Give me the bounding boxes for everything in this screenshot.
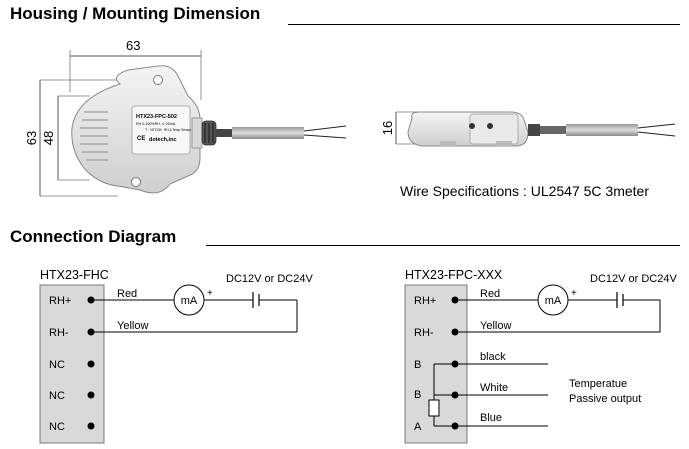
temp-output-line2: Passive output	[569, 393, 641, 405]
right-terminal-5: A	[414, 421, 422, 433]
thermistor-resistor	[428, 399, 440, 417]
device-model-text: HTX23-FPC-502	[136, 114, 177, 120]
left-terminal-5: NC	[49, 421, 65, 433]
left-title: HTX23-FHC	[40, 268, 109, 282]
dim-height-outer-label: 63	[24, 131, 39, 145]
mount-hole-top	[153, 75, 163, 85]
side-port-1	[469, 123, 475, 129]
left-terminal-4: NC	[49, 390, 65, 402]
left-supply: DC12V or DC24V	[226, 273, 313, 285]
device-label-plate	[131, 105, 191, 155]
right-wire-yellow: Yellow	[480, 320, 511, 332]
svg-text:RH & Temp Sensor: RH & Temp Sensor	[164, 128, 192, 132]
left-terminal-2: RH-	[49, 327, 69, 339]
svg-text:CE: CE	[137, 136, 145, 142]
connection-right: HTX23-FPC-XXX RH+ RH- B B A mA + Red Yel…	[404, 268, 677, 444]
side-gland	[528, 124, 540, 136]
svg-text:mA: mA	[181, 295, 198, 307]
right-wire-black: black	[480, 351, 506, 363]
left-terminal-3: NC	[49, 359, 65, 371]
svg-text:+: +	[207, 288, 213, 299]
device-maker-text: dotech,inc	[149, 137, 177, 143]
svg-text:mA: mA	[545, 295, 562, 307]
right-terminal-4: B	[414, 389, 421, 401]
left-wire-red: Red	[117, 288, 137, 300]
left-terminal-1: RH+	[49, 295, 71, 307]
svg-text:+: +	[571, 288, 577, 299]
right-title: HTX23-FPC-XXX	[405, 268, 503, 282]
svg-text:RH 0-100%RH, 4~20mA: RH 0-100%RH, 4~20mA	[136, 122, 176, 126]
right-wire-blue: Blue	[480, 412, 502, 424]
right-wire-red: Red	[480, 288, 500, 300]
connection-heading: Connection Diagram	[10, 227, 177, 246]
wire-spec-text: Wire Specifications : UL2547 5C 3meter	[400, 183, 649, 199]
temp-output-line1: Temperatue	[569, 378, 627, 390]
right-terminal-1: RH+	[414, 295, 436, 307]
housing-side-view: 16	[380, 111, 676, 147]
right-terminal-2: RH-	[414, 327, 434, 339]
dim-height-inner-label: 48	[41, 131, 56, 145]
cable	[232, 127, 304, 139]
connection-heading-rule	[206, 245, 680, 246]
housing-top-view: 63 63 48 HTX23-FPC-502 RH 0-100%RH, 4~20…	[24, 38, 347, 197]
dim-side-height-label: 16	[380, 121, 395, 135]
svg-text:T : NTC5K: T : NTC5K	[145, 128, 163, 132]
left-wire-yellow: Yellow	[117, 320, 148, 332]
housing-heading-rule	[288, 24, 680, 25]
right-terminal-3: B	[414, 359, 421, 371]
right-supply: DC12V or DC24V	[590, 273, 677, 285]
housing-heading: Housing / Mounting Dimension	[10, 4, 261, 23]
mount-hole-bottom	[131, 177, 141, 187]
side-port-2	[487, 123, 493, 129]
side-cable	[566, 124, 638, 136]
connection-left: HTX23-FHC RH+ RH- NC NC NC mA + Red Yell…	[39, 268, 313, 444]
right-wire-white: White	[480, 382, 508, 394]
vent-ribs	[80, 111, 108, 161]
dim-width-label: 63	[126, 38, 140, 53]
